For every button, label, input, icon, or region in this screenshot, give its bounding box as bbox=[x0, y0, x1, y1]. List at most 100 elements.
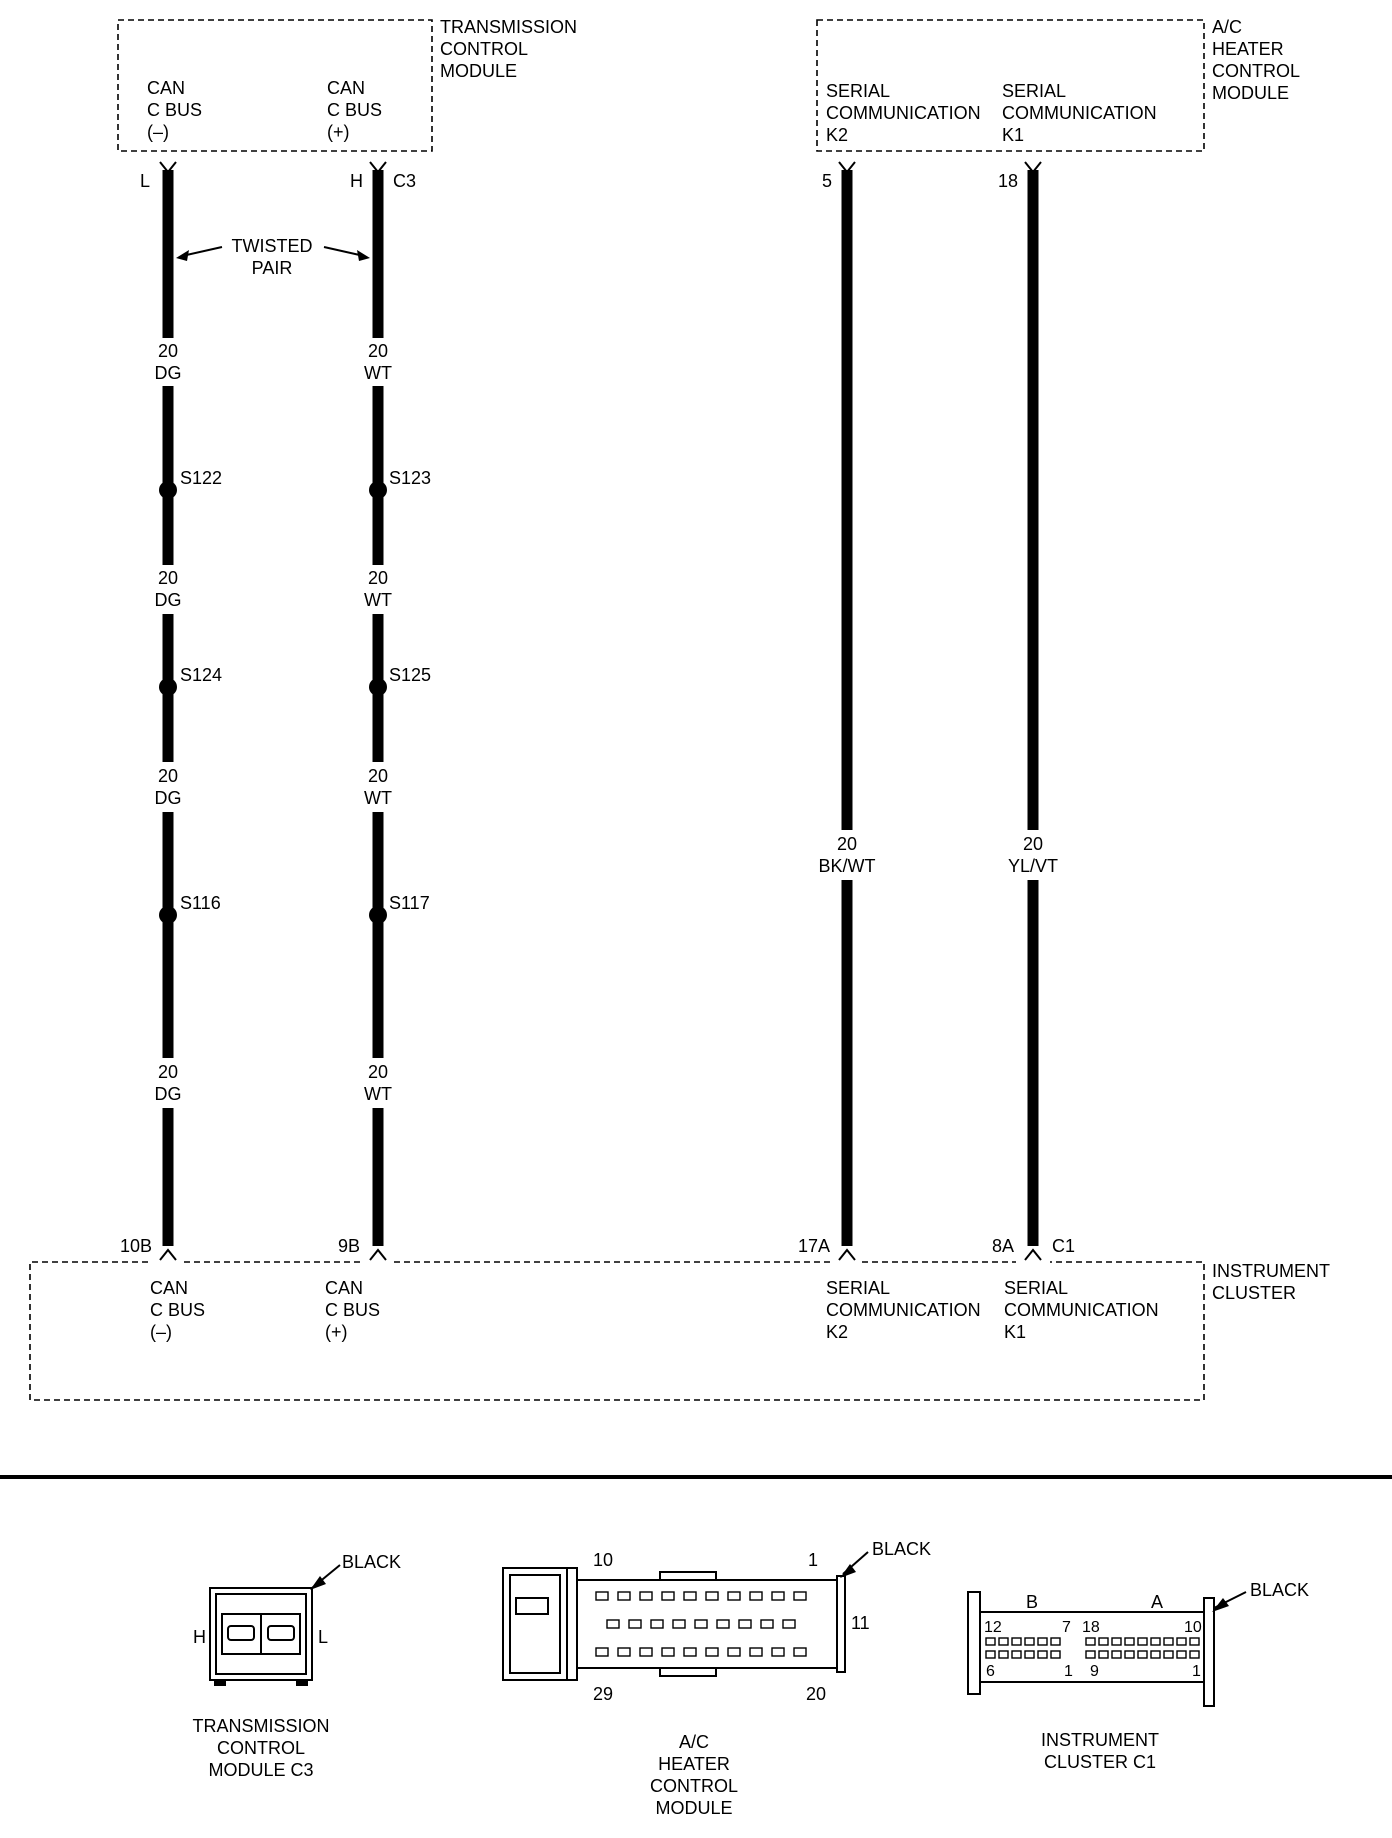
ac-cavity bbox=[705, 1591, 719, 1601]
ac-cavity bbox=[650, 1619, 664, 1629]
tcm-can-neg-line1: CAN bbox=[147, 78, 185, 98]
ac-cavity bbox=[771, 1647, 785, 1657]
ac-cavity bbox=[639, 1647, 653, 1657]
dg-color-4: DG bbox=[155, 1084, 182, 1104]
ac-cavity bbox=[760, 1619, 774, 1629]
ac-conn-caption-1: A/C bbox=[679, 1732, 709, 1752]
ac-conn-caption-4: MODULE bbox=[655, 1798, 732, 1818]
splice-s116-label: S116 bbox=[180, 893, 221, 913]
c1-cavity-a bbox=[1150, 1650, 1161, 1659]
cluster-c1-cavities bbox=[985, 1637, 1200, 1659]
tcm-c3-pin-h: H bbox=[193, 1627, 206, 1647]
dg-color-1: DG bbox=[155, 363, 182, 383]
ac-conn-pin-20: 20 bbox=[806, 1684, 826, 1704]
tcm-c3-caption-3: MODULE C3 bbox=[208, 1760, 313, 1780]
cluster-c1-a-top-left: 18 bbox=[1082, 1619, 1100, 1636]
tcm-pin-l: L bbox=[140, 171, 150, 191]
ac-cavity bbox=[716, 1619, 730, 1629]
wt-color-3: WT bbox=[364, 788, 392, 808]
ac-serial-k1-line2: COMMUNICATION bbox=[1002, 103, 1157, 123]
c1-cavity-a bbox=[1176, 1637, 1187, 1646]
c1-cavity-a bbox=[1111, 1637, 1122, 1646]
ac-cavity bbox=[628, 1619, 642, 1629]
splice-s125-dot bbox=[369, 678, 387, 696]
cluster-pin-9b: 9B bbox=[338, 1236, 360, 1256]
ac-cavity bbox=[661, 1647, 675, 1657]
cluster-serial-k1-line1: SERIAL bbox=[1004, 1278, 1068, 1298]
ylvt-gauge: 20 bbox=[1023, 834, 1043, 854]
cluster-pin-17a: 17A bbox=[798, 1236, 830, 1256]
ac-cavity bbox=[617, 1647, 631, 1657]
ac-conn-caption-2: HEATER bbox=[658, 1754, 730, 1774]
ac-pin-5: 5 bbox=[822, 171, 832, 191]
wt-color-1: WT bbox=[364, 363, 392, 383]
c1-cavity-a bbox=[1163, 1650, 1174, 1659]
ac-cavity bbox=[683, 1591, 697, 1601]
splice-s117-label: S117 bbox=[389, 893, 430, 913]
ac-module: A/C HEATER CONTROL MODULE SERIAL COMMUNI… bbox=[816, 17, 1300, 191]
cluster-c1-b-top-left: 12 bbox=[984, 1619, 1002, 1636]
splice-s123-dot bbox=[369, 481, 387, 499]
ac-conn-pin-29: 29 bbox=[593, 1684, 613, 1704]
c1-cavity-b bbox=[1024, 1637, 1035, 1646]
ac-cavity bbox=[771, 1591, 785, 1601]
c1-cavity-a bbox=[1189, 1650, 1200, 1659]
ac-cavity bbox=[694, 1619, 708, 1629]
ac-title-1: A/C bbox=[1212, 17, 1242, 37]
ac-cavity bbox=[782, 1619, 796, 1629]
tcm-module: TRANSMISSION CONTROL MODULE CAN C BUS (–… bbox=[117, 17, 577, 191]
ac-cavity bbox=[672, 1619, 686, 1629]
wt-gauge-1: 20 bbox=[368, 341, 388, 361]
tcm-c3-terminal-l bbox=[267, 1625, 295, 1641]
c1-cavity-a bbox=[1085, 1650, 1096, 1659]
twisted-pair-line2: PAIR bbox=[252, 258, 293, 278]
tcm-can-pos-line2: C BUS bbox=[327, 100, 382, 120]
c1-cavity-a bbox=[1111, 1650, 1122, 1659]
cluster-c1-right-flange bbox=[1203, 1597, 1215, 1707]
c1-cavity-a bbox=[1124, 1637, 1135, 1646]
ac-conn-latch-inner bbox=[509, 1574, 561, 1674]
twisted-pair-callout: TWISTED PAIR bbox=[176, 236, 370, 278]
ac-serial-k1-line1: SERIAL bbox=[1002, 81, 1066, 101]
ac-cavity bbox=[617, 1591, 631, 1601]
ac-cavity bbox=[727, 1647, 741, 1657]
tcm-title-2: CONTROL bbox=[440, 39, 528, 59]
c1-cavity-a bbox=[1176, 1650, 1187, 1659]
twisted-pair-line1: TWISTED bbox=[232, 236, 313, 256]
cluster-connector-c1: C1 bbox=[1052, 1236, 1075, 1256]
tcm-c3-foot-left bbox=[214, 1680, 226, 1686]
wire-wt: S123 S125 S117 20 WT 20 WT 20 WT 20 WT bbox=[364, 161, 431, 1261]
cluster-can-neg-line1: CAN bbox=[150, 1278, 188, 1298]
wt-color-4: WT bbox=[364, 1084, 392, 1104]
ac-conn-flange bbox=[566, 1567, 578, 1681]
cluster-pin-10b: 10B bbox=[120, 1236, 152, 1256]
cluster-c1-b-top-right: 7 bbox=[1062, 1619, 1071, 1636]
c1-cavity-b bbox=[1011, 1637, 1022, 1646]
c1-cavity-a bbox=[1098, 1637, 1109, 1646]
tcm-c3-color-arrowhead bbox=[310, 1576, 326, 1590]
tcm-pin-h: H bbox=[350, 171, 363, 191]
tcm-c3-pin-l: L bbox=[318, 1627, 328, 1647]
twisted-pair-arrowhead-right bbox=[357, 250, 370, 261]
cluster-c1-caption-2: CLUSTER C1 bbox=[1044, 1752, 1156, 1772]
c1-cavity-a bbox=[1137, 1650, 1148, 1659]
ac-conn-caption-3: CONTROL bbox=[650, 1776, 738, 1796]
ac-cavity bbox=[749, 1647, 763, 1657]
twisted-pair-arrow-right bbox=[323, 246, 365, 257]
wt-gauge-2: 20 bbox=[368, 568, 388, 588]
ac-cavity bbox=[738, 1619, 752, 1629]
ac-conn-latch-tab bbox=[515, 1597, 549, 1615]
c1-cavity-b bbox=[1037, 1650, 1048, 1659]
ac-conn-top-rib bbox=[659, 1571, 717, 1581]
splice-s122-dot bbox=[159, 481, 177, 499]
wt-bottom-terminal bbox=[369, 1248, 387, 1261]
ac-cavity bbox=[793, 1591, 807, 1601]
dg-gauge-4: 20 bbox=[158, 1062, 178, 1082]
c1-cavity-a bbox=[1137, 1637, 1148, 1646]
ac-conn-color-arrowhead bbox=[840, 1564, 856, 1578]
ac-cavity bbox=[683, 1647, 697, 1657]
splice-s124-dot bbox=[159, 678, 177, 696]
cluster-c1-color: BLACK bbox=[1250, 1580, 1309, 1600]
cluster-c1-caption-1: INSTRUMENT bbox=[1041, 1730, 1159, 1750]
dg-bottom-terminal bbox=[159, 1248, 177, 1261]
